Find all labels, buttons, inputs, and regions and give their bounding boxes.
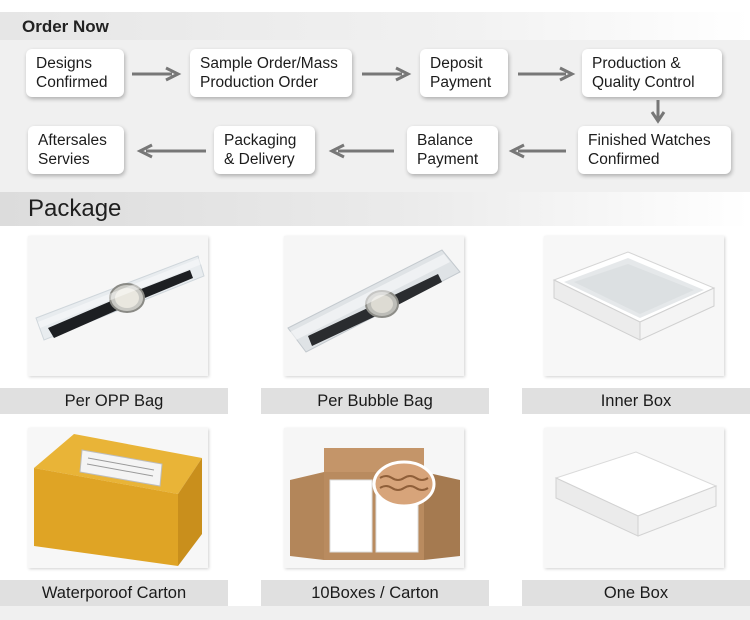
step-designs-confirmed: Designs Confirmed xyxy=(26,49,124,97)
bubble-bag-photo xyxy=(284,236,464,376)
package-title: Package xyxy=(28,195,122,222)
step-label: Aftersales Servies xyxy=(38,132,107,168)
step-label: Sample Order/Mass Production Order xyxy=(200,55,338,91)
step-packaging-delivery: Packaging & Delivery xyxy=(214,126,315,174)
yellow-carton-icon xyxy=(28,428,208,568)
open-white-box-icon xyxy=(544,236,724,376)
item-label-inner-box: Inner Box xyxy=(522,388,750,414)
step-label: Finished Watches Confirmed xyxy=(588,132,711,168)
arrow-right-icon xyxy=(132,66,182,82)
waterproof-carton-photo xyxy=(28,428,208,568)
package-header-bar xyxy=(0,192,750,226)
step-production-quality: Production & Quality Control xyxy=(582,49,722,97)
step-balance-payment: Balance Payment xyxy=(407,126,498,174)
step-label: Designs Confirmed xyxy=(36,55,108,91)
closed-white-box-icon xyxy=(544,428,724,568)
arrow-left-icon xyxy=(508,143,566,159)
item-label-ten-boxes: 10Boxes / Carton xyxy=(261,580,489,606)
arrow-right-icon xyxy=(362,66,412,82)
step-sample-order: Sample Order/Mass Production Order xyxy=(190,49,352,97)
order-now-header-bar xyxy=(0,12,750,40)
step-deposit-payment: Deposit Payment xyxy=(420,49,508,97)
item-label-one-box: One Box xyxy=(522,580,750,606)
watch-in-opp-bag-icon xyxy=(28,236,208,376)
step-label: Deposit Payment xyxy=(430,55,492,91)
step-label: Packaging & Delivery xyxy=(224,132,297,168)
step-label: Production & Quality Control xyxy=(592,55,695,91)
arrow-left-icon xyxy=(136,143,206,159)
opp-bag-photo xyxy=(28,236,208,376)
order-now-title: Order Now xyxy=(22,17,109,36)
item-label-waterproof-carton: Waterporoof Carton xyxy=(0,580,228,606)
inner-box-photo xyxy=(544,236,724,376)
open-brown-carton-icon xyxy=(284,428,464,568)
arrow-down-icon xyxy=(650,100,666,124)
item-label-opp-bag: Per OPP Bag xyxy=(0,388,228,414)
one-box-photo xyxy=(544,428,724,568)
arrow-right-icon xyxy=(518,66,576,82)
ten-boxes-carton-photo xyxy=(284,428,464,568)
step-finished-watches: Finished Watches Confirmed xyxy=(578,126,731,174)
watch-in-bubble-bag-icon xyxy=(284,236,464,376)
step-aftersales: Aftersales Servies xyxy=(28,126,124,174)
bottom-strip xyxy=(0,606,750,620)
arrow-left-icon xyxy=(328,143,394,159)
step-label: Balance Payment xyxy=(417,132,479,168)
item-label-bubble-bag: Per Bubble Bag xyxy=(261,388,489,414)
